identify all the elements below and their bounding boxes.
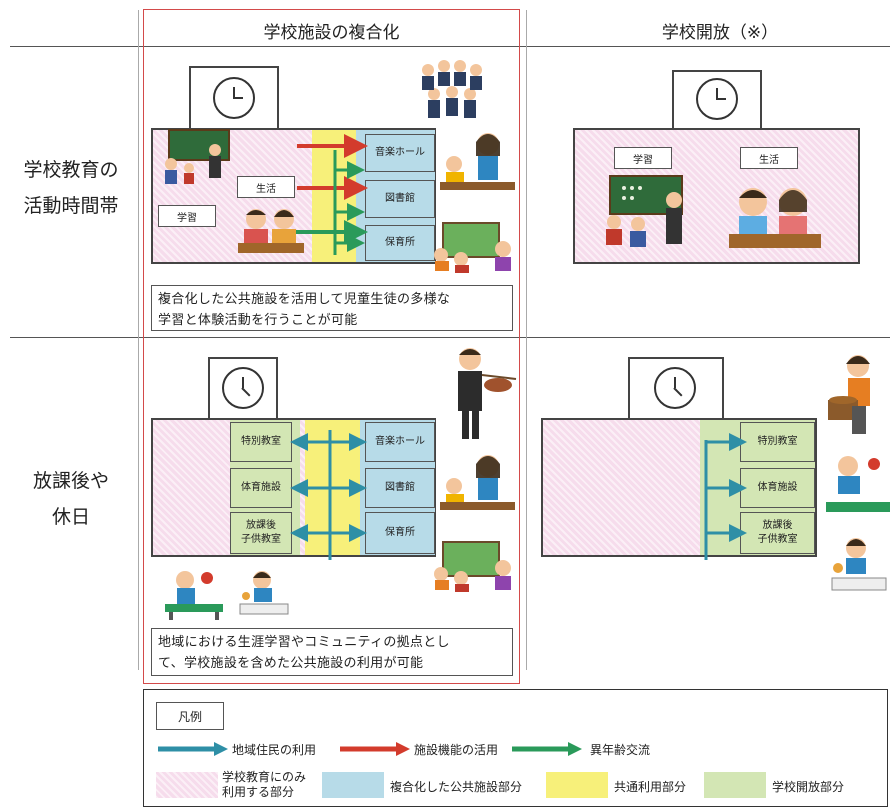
facility-library: 図書館 — [365, 468, 435, 508]
legend-swatch-shared-use — [546, 772, 608, 798]
legend-swatch-school-open — [704, 772, 766, 798]
row-title-line: 放課後や — [32, 470, 109, 492]
row-divider — [10, 337, 890, 338]
illustration-nursery-kids — [434, 541, 511, 592]
room-label-line: 子供教室 — [757, 534, 798, 545]
facility-music-hall: 音楽ホール — [365, 134, 435, 172]
label-life: 生活 — [237, 176, 295, 198]
row-title-line: 学校教育の — [23, 159, 119, 181]
legend-label-cross-age: 異年齢交流 — [590, 743, 651, 757]
legend-label-resident-use: 地域住民の利用 — [232, 743, 317, 757]
illustration-teacher-classroom — [606, 175, 683, 247]
facility-nursery: 保育所 — [365, 225, 435, 261]
illustration-students-eating — [238, 209, 304, 253]
illustration-table-tennis — [826, 456, 890, 512]
illustration-nursery-kids — [434, 222, 511, 273]
clock-icon — [654, 367, 696, 409]
caption-line: 地域における生涯学習やコミュニティの拠点とし — [158, 635, 450, 650]
clock-icon — [696, 78, 738, 120]
clock-icon — [222, 367, 264, 409]
legend-label-school-only: 学校教育にのみ 利用する部分 — [222, 770, 306, 800]
illustration-students-eating — [729, 188, 821, 248]
row-title-school-hours: 学校教育の 活動時間帯 — [10, 152, 132, 224]
caption-combined-day: 複合化した公共施設を活用して児童生徒の多様な 学習と体験活動を行うことが可能 — [151, 285, 513, 331]
legend-arrow-teal — [158, 742, 228, 756]
legend-title: 凡例 — [156, 702, 224, 730]
illustration-librarian — [440, 455, 515, 510]
column-divider-left — [138, 10, 139, 670]
combined-column-highlight — [143, 9, 520, 684]
illustration-librarian — [440, 133, 515, 190]
illustration-child-crafting — [239, 571, 289, 615]
column-divider-right — [526, 10, 527, 670]
room-after-school-classroom: 放課後 子供教室 — [740, 512, 815, 554]
illustration-pottery — [828, 355, 870, 434]
label-study: 学習 — [158, 205, 216, 227]
facility-music-hall: 音楽ホール — [365, 422, 435, 462]
row-title-after-school: 放課後や 休日 — [10, 463, 132, 535]
legend-label-line: 学校教育にのみ — [222, 770, 307, 784]
label-study: 学習 — [614, 147, 672, 169]
illustration-choir — [422, 60, 482, 118]
room-gym: 体育施設 — [230, 468, 292, 508]
caption-combined-after: 地域における生涯学習やコミュニティの拠点とし て、学校施設を含めた公共施設の利用… — [151, 628, 513, 676]
legend-swatch-public-facility — [322, 772, 384, 798]
legend-arrow-red — [340, 742, 410, 756]
illustration-teacher-classroom — [165, 129, 230, 184]
illustration-table-tennis — [165, 571, 223, 620]
illustration-child-crafting — [831, 538, 887, 591]
row-title-line: 活動時間帯 — [23, 195, 119, 217]
column-title-combined: 学校施設の複合化 — [263, 23, 400, 43]
room-label-line: 子供教室 — [241, 534, 281, 545]
legend-swatch-school-only — [156, 772, 218, 798]
room-gym: 体育施設 — [740, 468, 815, 508]
legend-label-shared-use: 共通利用部分 — [614, 780, 687, 794]
legend-arrow-green — [512, 742, 582, 756]
room-special-classroom: 特別教室 — [740, 422, 815, 462]
facility-nursery: 保育所 — [365, 512, 435, 554]
room-special-classroom: 特別教室 — [230, 422, 292, 462]
column-title-open: 学校開放（※） — [661, 23, 779, 43]
caption-line: て、学校施設を含めた公共施設の利用が可能 — [158, 656, 424, 671]
legend-label-public-facility: 複合化した公共施設部分 — [390, 780, 523, 794]
room-after-school-classroom: 放課後 子供教室 — [230, 512, 292, 554]
clock-icon — [213, 77, 255, 119]
room-label-line: 放課後 — [762, 520, 793, 531]
red-arrow-group — [297, 134, 368, 200]
row-title-line: 休日 — [51, 506, 90, 528]
label-life: 生活 — [740, 147, 798, 169]
facility-library: 図書館 — [365, 180, 435, 218]
caption-line: 学習と体験活動を行うことが可能 — [158, 313, 358, 328]
legend-label-school-open: 学校開放部分 — [772, 780, 845, 794]
illustration-violinist — [458, 348, 517, 439]
header-rule — [10, 46, 890, 47]
green-arrow-group — [275, 150, 368, 255]
room-label-line: 放課後 — [246, 520, 276, 531]
caption-line: 複合化した公共施設を活用して児童生徒の多様な — [158, 292, 451, 307]
legend-label-line: 利用する部分 — [222, 785, 295, 799]
legend-label-facility-function: 施設機能の活用 — [414, 743, 499, 757]
